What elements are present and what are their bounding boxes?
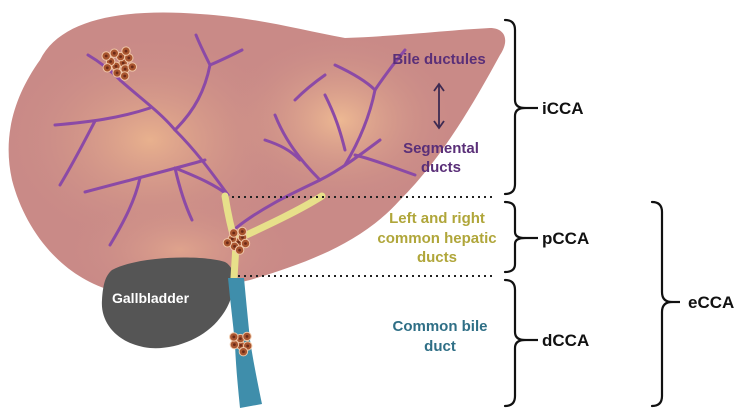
common-bile-duct-label-line2: duct: [424, 338, 456, 355]
tumor-cell-nucleus: [238, 249, 241, 252]
common-bile-duct-label-line1: Common bile: [392, 318, 487, 335]
tumor-cell-nucleus: [244, 242, 247, 245]
tumor-cell-nucleus: [233, 343, 236, 346]
tumor-cell-nucleus: [119, 55, 122, 58]
hepatic-ducts-label-line1: Left and right: [389, 210, 485, 227]
tumor-cell-nucleus: [113, 52, 116, 55]
ecca-label: eCCA: [688, 293, 734, 312]
tumor-cell-nucleus: [127, 57, 130, 60]
tumor-cell-nucleus: [241, 236, 244, 239]
tumor-cell-nucleus: [122, 62, 125, 65]
tumor-cell-nucleus: [106, 66, 109, 69]
segmental-ducts-label-line1: Segmental: [403, 140, 479, 157]
hepatic-ducts-label-line3: ducts: [417, 249, 457, 266]
tumor-cell-nucleus: [123, 75, 126, 78]
hepatic-ducts-label-line2: common hepatic: [377, 230, 496, 247]
icca-bracket: [505, 20, 525, 194]
tumor-cell-nucleus: [232, 232, 235, 235]
bile-ductules-label: Bile ductules: [392, 51, 485, 68]
tumor-cell-nucleus: [226, 241, 229, 244]
tumor-cell-nucleus: [241, 230, 244, 233]
tumor-cell-nucleus: [239, 344, 242, 347]
pcca-label: pCCA: [542, 229, 589, 248]
tumor-cell-nucleus: [246, 345, 249, 348]
ecca-bracket: [652, 202, 672, 406]
tumor-cell-nucleus: [105, 55, 108, 58]
tumor-cell-nucleus: [125, 50, 128, 53]
tumor-cell-nucleus: [246, 335, 249, 338]
tumor-cell-nucleus: [116, 72, 119, 75]
gallbladder-label: Gallbladder: [112, 290, 190, 306]
tumor-cell-nucleus: [231, 238, 234, 241]
segmental-ducts-label-line2: ducts: [421, 159, 461, 176]
icca-label: iCCA: [542, 99, 584, 118]
tumor-cell-nucleus: [239, 337, 242, 340]
tumor-cell-nucleus: [131, 66, 134, 69]
dcca-bracket: [505, 280, 525, 406]
tumor-cell-nucleus: [233, 245, 236, 248]
tumor-cell-nucleus: [109, 60, 112, 63]
dcca-label: dCCA: [542, 331, 589, 350]
tumor-cell-nucleus: [242, 350, 245, 353]
tumor-cell-nucleus: [115, 65, 118, 68]
tumor-cell-nucleus: [232, 336, 235, 339]
tumor-cell-nucleus: [124, 68, 127, 71]
pcca-bracket: [505, 202, 525, 272]
